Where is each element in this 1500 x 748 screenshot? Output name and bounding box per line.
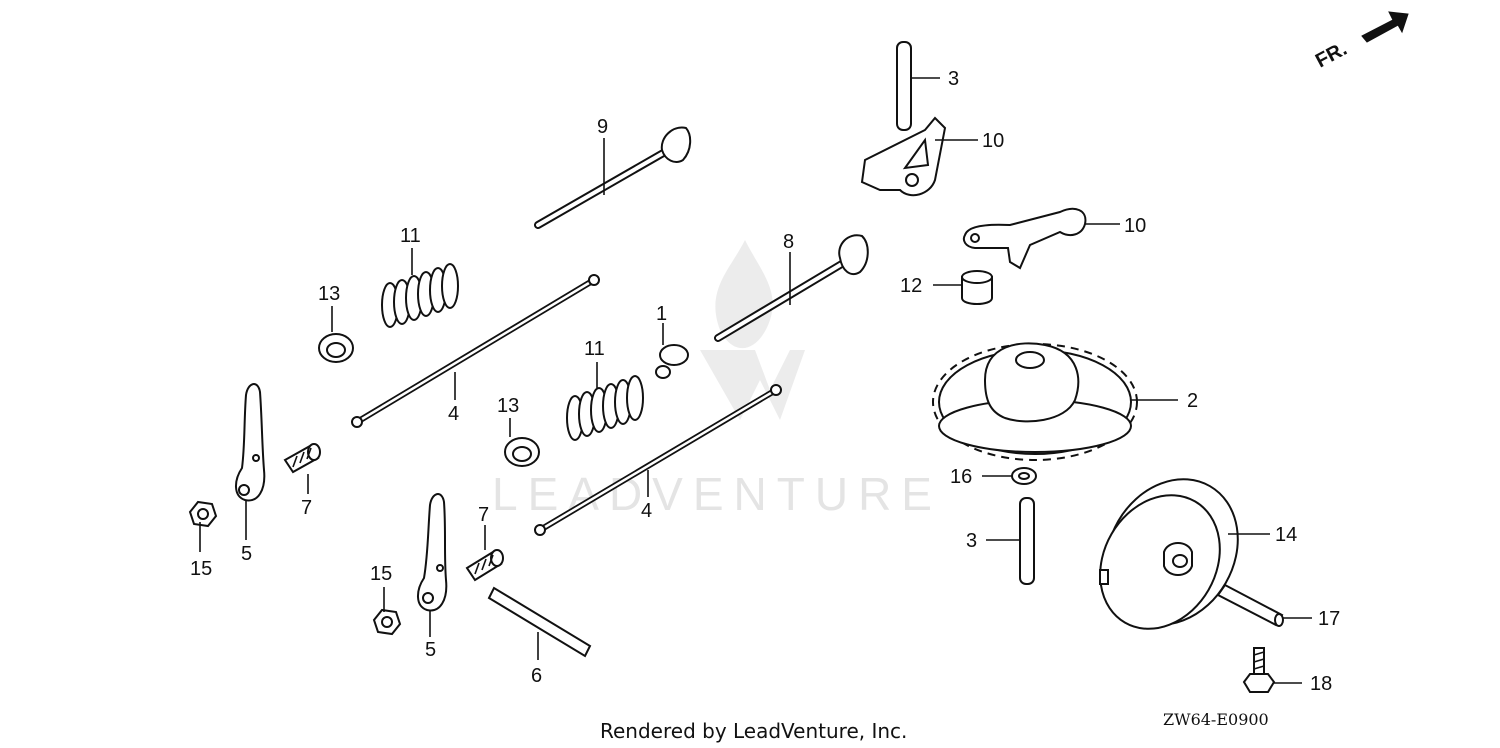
part-rocker-arm-top	[860, 116, 978, 197]
callout-13-lower: 13	[497, 395, 519, 417]
front-label: FR.	[1312, 38, 1351, 73]
callout-8: 8	[783, 231, 794, 253]
callout-1: 1	[656, 303, 667, 325]
callout-5-left: 5	[241, 543, 252, 565]
callout-15-right: 15	[370, 563, 392, 585]
part-retainer-lower	[504, 418, 540, 467]
callout-13-upper: 13	[318, 283, 340, 305]
part-pin-top	[896, 41, 940, 131]
callout-6: 6	[531, 665, 542, 687]
callout-4-upper: 4	[448, 403, 459, 425]
callout-12: 12	[900, 275, 922, 297]
part-bolt-left	[283, 443, 321, 494]
watermark-text: LEADVENTURE	[492, 468, 942, 520]
footer-credit: Rendered by LeadVenture, Inc.	[600, 719, 907, 743]
callout-7-right: 7	[478, 504, 489, 526]
callout-9: 9	[597, 116, 608, 138]
part-retainer-upper	[318, 306, 354, 363]
callout-2: 2	[1187, 390, 1198, 412]
callout-labels: 1 2 3 3 4 4 5 5 6 7 7 8 9 10 10 11 11 12…	[190, 68, 1340, 695]
callout-16: 16	[950, 466, 972, 488]
callout-11-upper: 11	[400, 225, 421, 247]
front-arrow-icon	[1361, 11, 1409, 43]
watermark: LEADVENTURE	[492, 240, 942, 520]
part-rocker-arm-mid	[962, 207, 1120, 270]
callout-4-lower: 4	[641, 500, 652, 522]
callout-15-left: 15	[190, 558, 212, 580]
part-cam-gear	[932, 342, 1178, 461]
part-pin-bottom	[986, 497, 1035, 585]
front-direction-marker: FR.	[1312, 11, 1409, 73]
part-rocker-arm-right	[417, 493, 448, 637]
callout-18: 18	[1310, 673, 1332, 695]
part-governor-disc	[1099, 478, 1270, 630]
part-washer	[982, 467, 1037, 485]
callout-5-right: 5	[425, 639, 436, 661]
callout-14: 14	[1275, 524, 1297, 546]
callout-11-lower: 11	[584, 338, 605, 360]
part-flange-bolt	[1242, 647, 1302, 693]
part-shaft	[487, 586, 592, 660]
part-nut-right	[372, 587, 402, 636]
diagram-code: ZW64-E0900	[1163, 710, 1269, 729]
part-spring-lower	[566, 362, 644, 441]
callout-10-top: 10	[982, 130, 1004, 152]
callout-17: 17	[1318, 608, 1340, 630]
part-valve-cap	[655, 323, 689, 379]
callout-3-bottom: 3	[966, 530, 977, 552]
part-collar	[933, 270, 993, 305]
callout-3-top: 3	[948, 68, 959, 90]
part-rocker-arm-left	[235, 383, 266, 540]
part-valve-8	[714, 234, 869, 342]
part-nut-left	[188, 500, 218, 552]
part-spring-upper	[381, 248, 459, 328]
part-bolt-right	[465, 525, 504, 582]
part-push-rod-lower	[534, 384, 782, 536]
part-push-rod-upper	[351, 274, 600, 428]
callout-7-left: 7	[301, 497, 312, 519]
callout-10-mid: 10	[1124, 215, 1146, 237]
part-pin-17	[1216, 583, 1312, 627]
part-valve-9	[534, 126, 692, 229]
